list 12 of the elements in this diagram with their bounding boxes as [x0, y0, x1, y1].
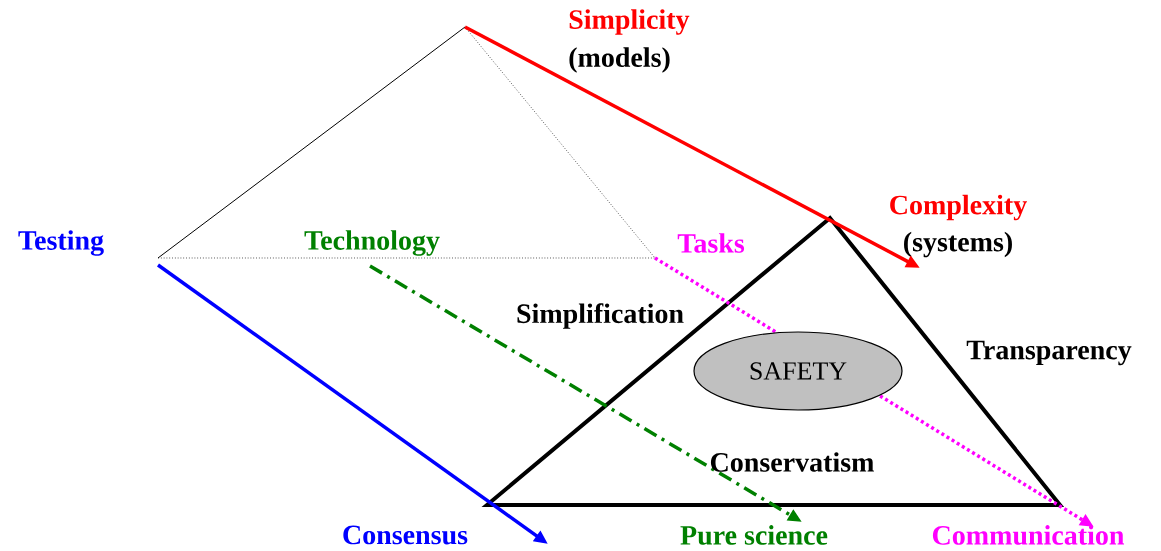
concept-label: Tasks — [677, 233, 745, 253]
axis-label: Pure science — [680, 525, 828, 545]
concept-label: Simplification — [517, 303, 684, 329]
axis-label: Communication — [932, 525, 1125, 545]
concept-label: (models) — [569, 47, 670, 73]
concept-label: Testing — [18, 230, 104, 256]
axis-label: Complexity (systems) — [890, 194, 1027, 258]
concept-label: Conservatism — [710, 452, 874, 472]
axis-label: Consensus — [343, 525, 468, 545]
concept-label: Simplicity — [569, 9, 690, 35]
concept-label: Technology — [304, 230, 440, 256]
concept-label: Transparency — [966, 340, 1132, 366]
